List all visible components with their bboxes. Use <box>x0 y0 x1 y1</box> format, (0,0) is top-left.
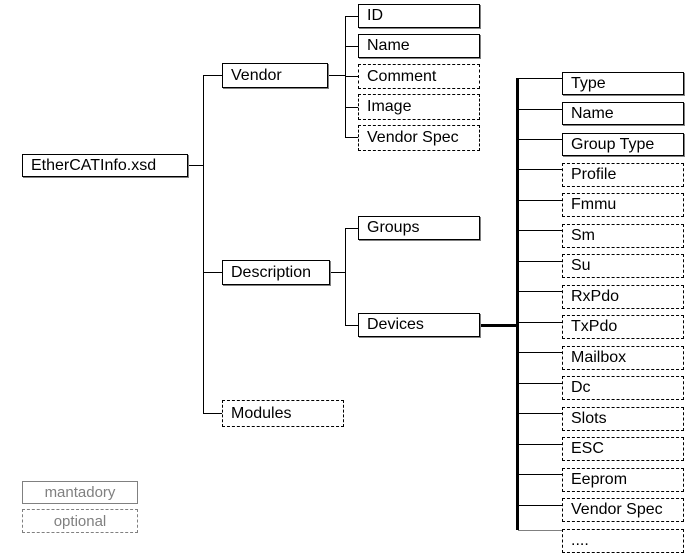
node-label: Image <box>367 98 412 115</box>
edge-devices-to-fmmu <box>518 200 562 201</box>
node-ethercatinfo-xsd[interactable]: EtherCATInfo.xsd <box>22 154 188 177</box>
node-description[interactable]: Description <box>222 260 330 285</box>
legend-label: mantadory <box>44 484 116 501</box>
node-label: Eeprom <box>571 471 628 488</box>
node-label: Sm <box>571 227 595 244</box>
edge-trunk-vertical <box>203 75 204 414</box>
edge-description-to-groups <box>345 228 359 229</box>
edge-devices-to-mailbox <box>518 352 562 353</box>
legend-label: optional <box>53 512 107 530</box>
edge-devices-to-ellipsis <box>518 530 562 531</box>
node-label: Description <box>231 263 312 281</box>
node-device-ellipsis[interactable]: .... <box>562 529 684 553</box>
node-label: RxPdo <box>571 288 620 305</box>
node-label: Slots <box>571 410 607 427</box>
edge-devices-to-dc <box>518 383 562 384</box>
node-device-dc[interactable]: Dc <box>562 376 684 400</box>
node-device-name[interactable]: Name <box>562 102 684 125</box>
edge-devices-to-eeprom <box>518 474 562 475</box>
edge-vendor-to-image <box>345 107 359 108</box>
edge-devices-to-txpdo <box>518 322 562 323</box>
edge-trunk-to-vendor <box>203 75 223 76</box>
node-device-esc[interactable]: ESC <box>562 437 684 461</box>
node-device-sm[interactable]: Sm <box>562 224 684 248</box>
edge-description-stub <box>330 272 346 273</box>
edge-devices-to-vendorspec <box>518 505 562 506</box>
node-label: Name <box>367 37 410 54</box>
node-modules[interactable]: Modules <box>222 400 344 427</box>
node-label: Vendor Spec <box>367 129 459 146</box>
edge-root-stub <box>188 165 204 166</box>
node-label: ESC <box>571 440 604 457</box>
node-label: Profile <box>571 166 617 183</box>
edge-devices-to-slots <box>518 413 562 414</box>
edge-vendor-stub <box>328 75 346 76</box>
node-device-fmmu[interactable]: Fmmu <box>562 193 684 217</box>
node-device-rxpdo[interactable]: RxPdo <box>562 285 684 309</box>
node-device-su[interactable]: Su <box>562 254 684 278</box>
node-label: Dc <box>571 379 591 396</box>
node-label: Vendor Spec <box>571 501 663 518</box>
edge-devices-to-name <box>518 109 562 110</box>
edge-description-spine <box>345 228 346 326</box>
edge-devices-to-rxpdo <box>518 291 562 292</box>
edge-devices-to-esc <box>518 444 562 445</box>
edge-trunk-to-description <box>203 272 223 273</box>
node-label: Mailbox <box>571 349 627 366</box>
node-vendor-vendor-spec[interactable]: Vendor Spec <box>358 125 480 151</box>
edge-devices-to-type <box>518 78 562 79</box>
node-label: Groups <box>367 219 420 236</box>
node-vendor-comment[interactable]: Comment <box>358 64 480 89</box>
node-device-slots[interactable]: Slots <box>562 407 684 431</box>
node-vendor[interactable]: Vendor <box>222 63 328 88</box>
node-label: TxPdo <box>571 318 618 335</box>
node-label: Devices <box>367 316 424 333</box>
node-device-profile[interactable]: Profile <box>562 163 684 187</box>
node-device-vendor-spec[interactable]: Vendor Spec <box>562 498 684 522</box>
edge-vendor-to-id <box>345 16 359 17</box>
node-label: EtherCATInfo.xsd <box>31 156 157 174</box>
edge-devices-to-sm <box>518 230 562 231</box>
node-label: .... <box>571 532 589 549</box>
edge-vendor-to-name <box>345 46 359 47</box>
node-device-mailbox[interactable]: Mailbox <box>562 346 684 370</box>
edge-description-to-devices <box>345 325 359 326</box>
node-label: Modules <box>231 404 292 422</box>
node-label: Comment <box>367 67 437 85</box>
node-groups[interactable]: Groups <box>358 216 480 240</box>
edge-vendor-to-comment <box>345 76 359 77</box>
edge-trunk-to-modules <box>203 413 223 414</box>
legend-mandatory: mantadory <box>22 481 138 504</box>
node-vendor-image[interactable]: Image <box>358 94 480 120</box>
node-label: ID <box>367 7 383 24</box>
edge-devices-spine <box>516 78 519 530</box>
edge-devices-stub <box>480 324 519 327</box>
node-label: Group Type <box>571 135 655 153</box>
legend-optional: optional <box>22 509 138 533</box>
node-label: Su <box>571 257 591 274</box>
node-label: Name <box>571 104 614 122</box>
node-device-eeprom[interactable]: Eeprom <box>562 468 684 492</box>
node-device-type[interactable]: Type <box>562 72 684 95</box>
edge-devices-to-su <box>518 261 562 262</box>
edge-devices-to-group-type <box>518 139 562 140</box>
node-vendor-id[interactable]: ID <box>358 4 480 28</box>
node-label: Type <box>571 74 606 92</box>
node-label: Fmmu <box>571 196 617 213</box>
edge-vendor-to-vendorspec <box>345 137 359 138</box>
node-label: Vendor <box>231 66 282 84</box>
node-device-group-type[interactable]: Group Type <box>562 133 684 156</box>
node-vendor-name[interactable]: Name <box>358 34 480 58</box>
node-devices[interactable]: Devices <box>358 313 480 337</box>
node-device-txpdo[interactable]: TxPdo <box>562 315 684 339</box>
edge-devices-to-profile <box>518 169 562 170</box>
